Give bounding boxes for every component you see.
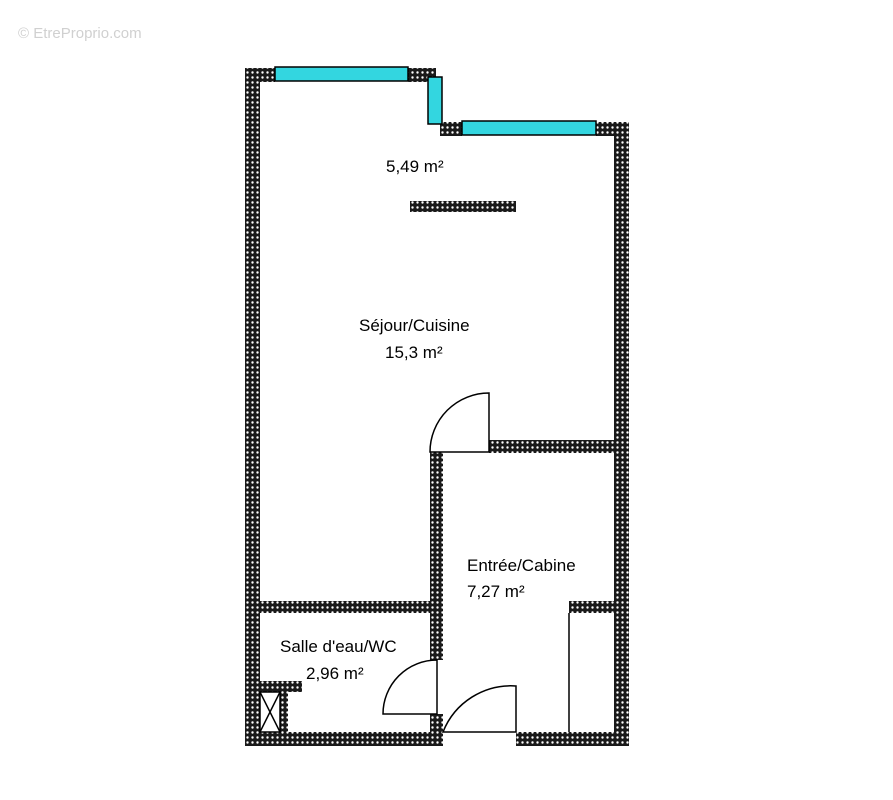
wall-entry-top: [489, 440, 629, 453]
entree-area: 7,27 m²: [467, 582, 525, 601]
wall-top-left: [245, 68, 275, 82]
sejour-area: 15,3 m²: [385, 343, 443, 362]
wall-bottom-right: [516, 732, 629, 746]
door-entrance: [441, 685, 517, 733]
wall-right: [614, 122, 629, 746]
door-sejour: [429, 392, 490, 453]
wall-step-top: [440, 122, 462, 136]
wall-bath-stub: [430, 714, 443, 746]
wall-partition-beam: [410, 201, 516, 212]
window-top-left: [274, 66, 409, 82]
wall-left: [245, 68, 260, 746]
wall-bath-top: [245, 601, 443, 613]
wall-shower-top: [245, 681, 302, 692]
balcony-area: 5,49 m²: [386, 157, 444, 176]
watermark: © EtreProprio.com: [18, 25, 142, 42]
wall-closet-top: [569, 601, 629, 613]
windows: [274, 66, 597, 136]
shower-icon: [259, 691, 281, 733]
window-step: [427, 76, 443, 125]
door-salle: [382, 659, 438, 715]
salle-name: Salle d'eau/WC: [280, 637, 397, 656]
entree-name: Entrée/Cabine: [467, 556, 576, 575]
doors: [382, 392, 517, 733]
window-top-right: [461, 120, 597, 136]
wall-entry-left: [430, 452, 443, 660]
sejour-name: Séjour/Cuisine: [359, 316, 470, 335]
walls: [245, 68, 629, 746]
wall-shower-side: [280, 681, 288, 734]
salle-area: 2,96 m²: [306, 664, 364, 683]
wall-bottom-left: [245, 732, 443, 746]
